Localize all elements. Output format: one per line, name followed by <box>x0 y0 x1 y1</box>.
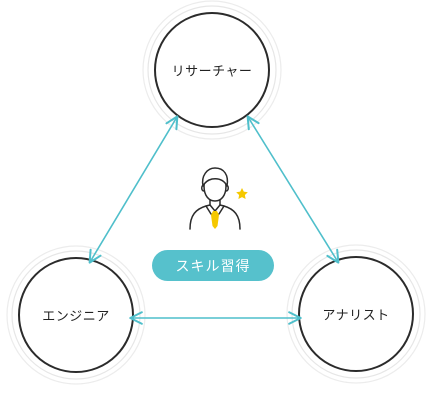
node-label-researcher: リサーチャー <box>171 64 253 80</box>
skill-acquisition-badge: スキル習得 <box>152 250 274 281</box>
star-icon <box>236 188 248 199</box>
tie-icon <box>211 211 219 229</box>
arrow-researcher-engineer <box>88 115 179 264</box>
arrow-researcher-analyst <box>246 115 340 264</box>
businessperson-icon <box>189 167 241 230</box>
node-label-analyst: アナリスト <box>322 308 390 324</box>
halo-researcher-inner <box>147 5 277 135</box>
halo-researcher-outer <box>142 0 282 140</box>
node-circle-researcher <box>154 12 270 128</box>
node-label-engineer: エンジニア <box>42 309 110 325</box>
